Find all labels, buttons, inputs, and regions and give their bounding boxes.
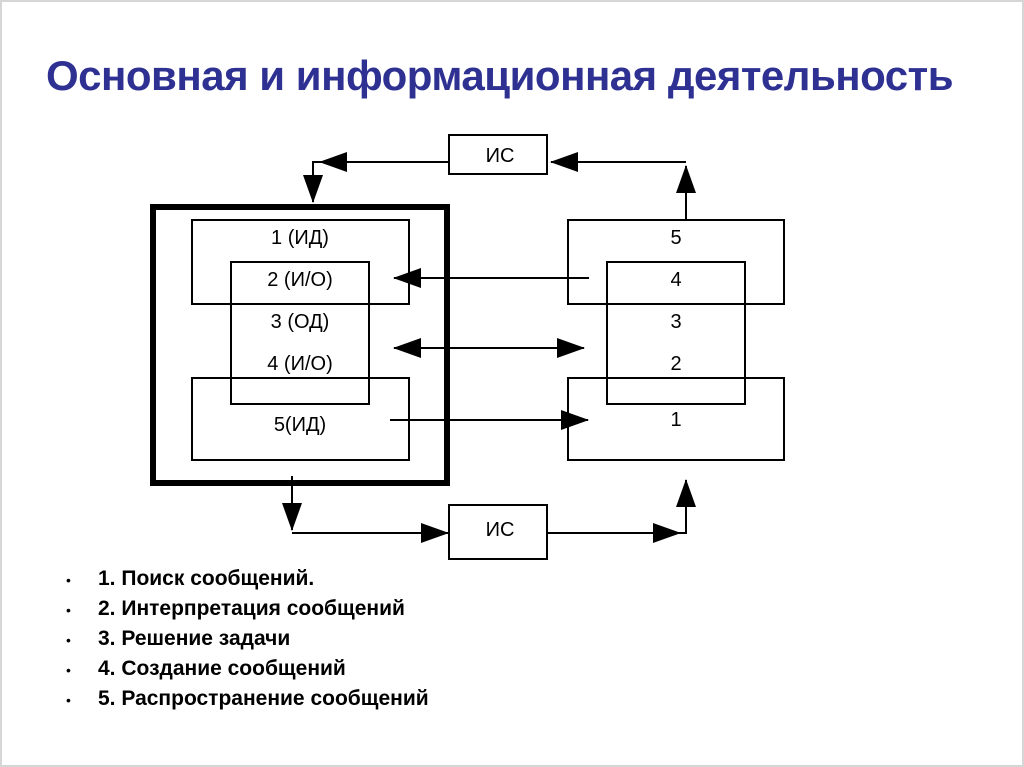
legend-item-5: • 5. Распространение сообщений: [60, 684, 429, 714]
right-label-1: 1: [670, 409, 681, 431]
left-label-1: 1 (ИД): [271, 227, 329, 249]
legend-item-3: • 3. Решение задачи: [60, 624, 429, 654]
bullet-icon: •: [66, 692, 71, 708]
right-box-234: [606, 261, 746, 405]
right-label-2: 2: [670, 353, 681, 375]
left-label-2: 2 (И/О): [267, 269, 333, 291]
right-label-5: 5: [670, 227, 681, 249]
legend-item-text: 4. Создание сообщений: [98, 657, 346, 680]
left-box-1: [191, 219, 410, 305]
bullet-icon: •: [66, 632, 71, 648]
is-bottom-label: ИС: [486, 519, 515, 541]
legend-item-1: • 1. Поиск сообщений.: [60, 564, 429, 594]
arrow-up-into-right-box1: [676, 479, 696, 534]
left-outer-thick-box: [150, 204, 450, 486]
is-top-box: [448, 134, 548, 175]
right-label-4: 4: [670, 269, 681, 291]
legend-item-text: 1. Поиск сообщений.: [98, 567, 315, 590]
page-title: Основная и информационная деятельность: [46, 52, 954, 99]
left-box-234: [230, 261, 370, 405]
left-label-5: 5(ИД): [274, 414, 326, 436]
legend-item-text: 2. Интерпретация сообщений: [98, 597, 405, 620]
bullet-icon: •: [66, 662, 71, 678]
bullet-icon: •: [66, 572, 71, 588]
bullet-icon: •: [66, 602, 71, 618]
left-label-4: 4 (И/О): [267, 353, 333, 375]
legend-item-text: 3. Решение задачи: [98, 627, 291, 650]
right-box-5: [567, 219, 785, 305]
right-label-3: 3: [670, 311, 681, 333]
legend-item-4: • 4. Создание сообщений: [60, 654, 429, 684]
left-label-3: 3 (ОД): [271, 311, 330, 333]
legend-list: • 1. Поиск сообщений. • 2. Интерпретация…: [60, 564, 429, 714]
arrow-down-into-left-box: [303, 161, 323, 203]
legend-item-text: 5. Распространение сообщений: [98, 687, 429, 710]
legend-item-2: • 2. Интерпретация сообщений: [60, 594, 429, 624]
is-top-label: ИС: [486, 145, 515, 167]
